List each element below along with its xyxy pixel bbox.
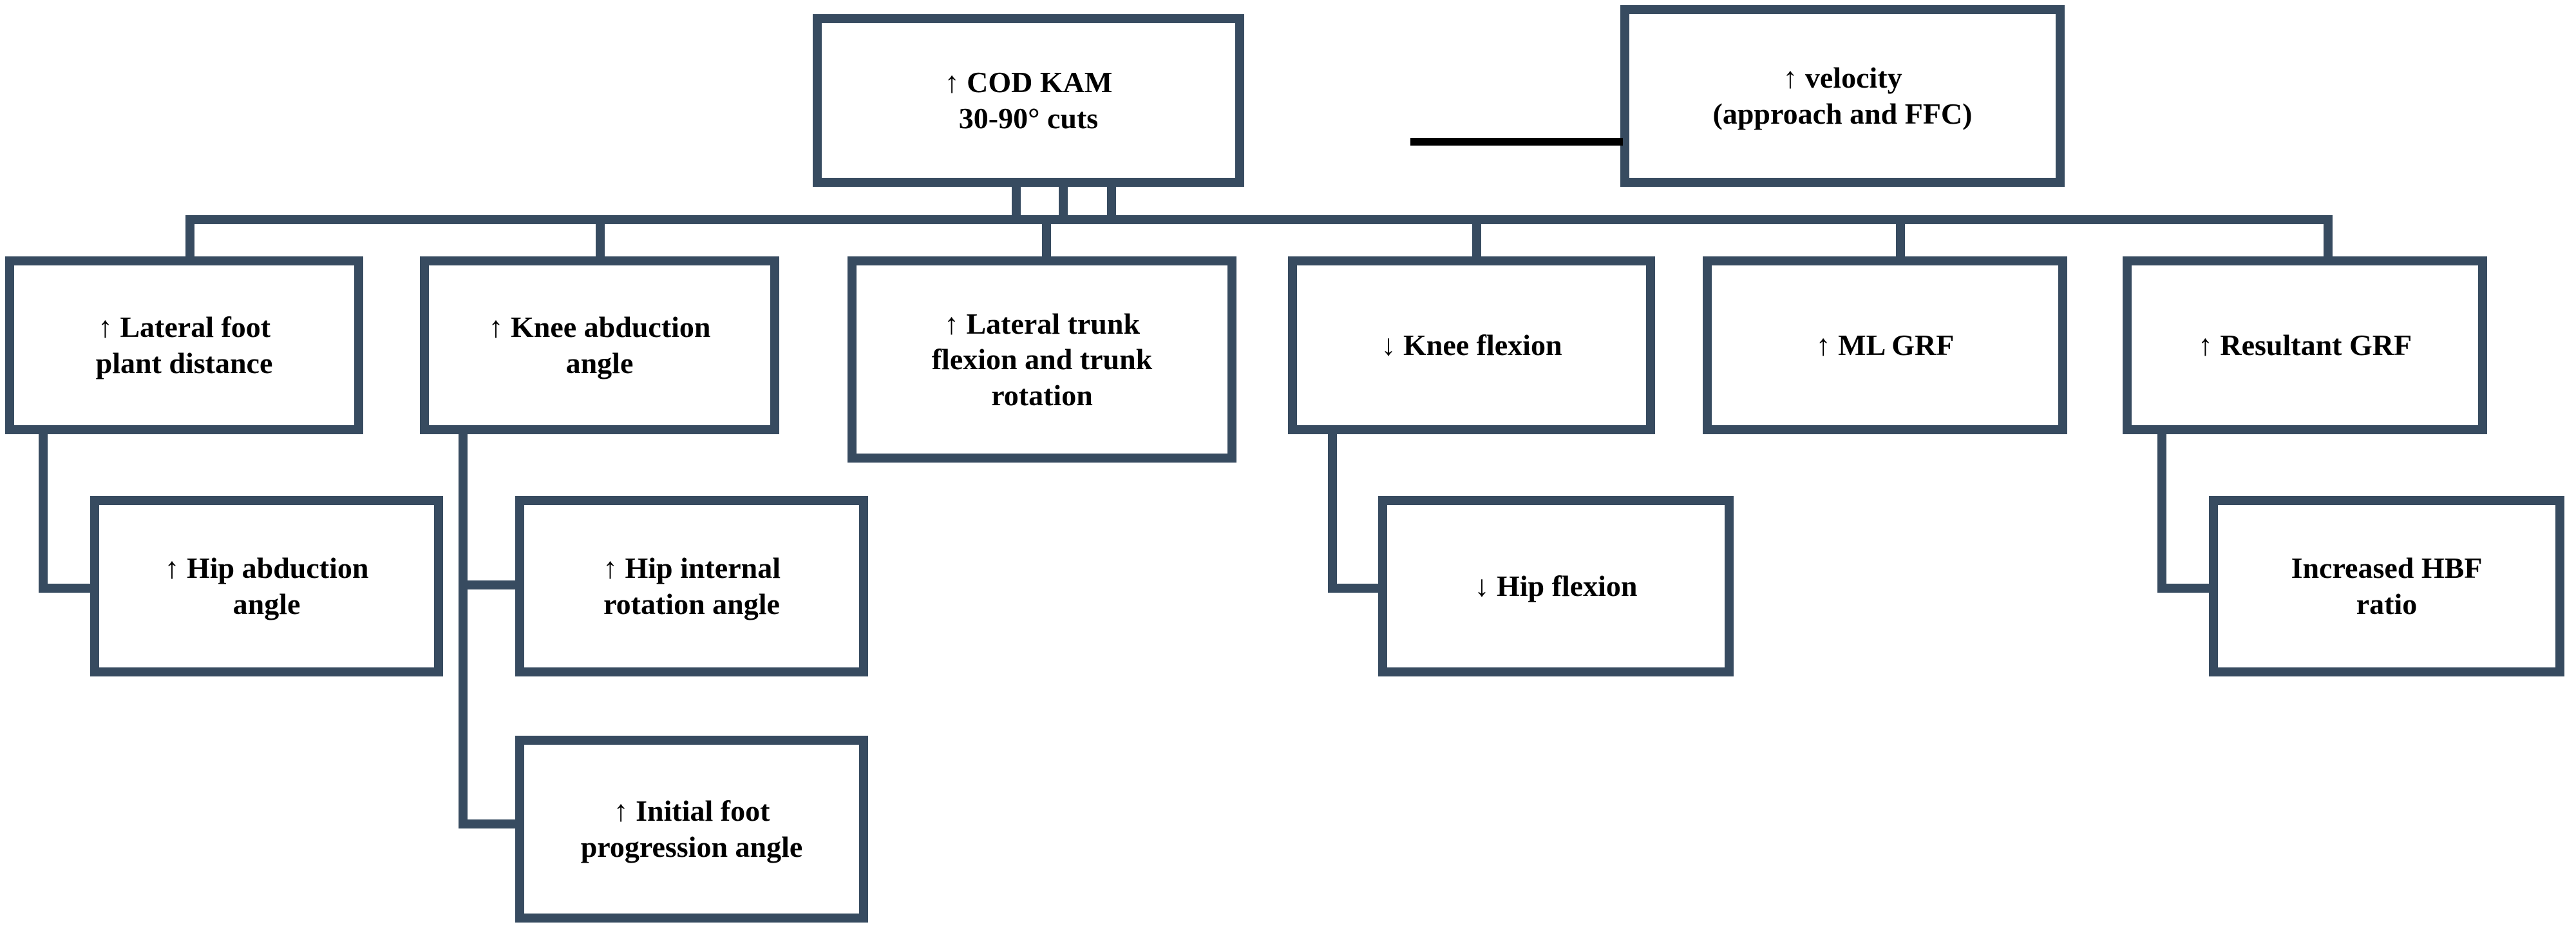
node-knee-abduction-angle-label: ↑ Knee abduction angle [488,310,711,379]
connector-bus-level2 [185,215,2333,224]
connector-drop-ml-grf [1896,215,1905,258]
connector-branch-hip-flexion [1328,584,1386,593]
connector-drop-lateral-trunk-flexion-rotation [1042,215,1051,258]
connector-branch-hip-internal-rotation-angle [459,580,523,589]
node-velocity[interactable]: ↑ velocity (approach and FFC) [1620,5,2065,187]
node-resultant-grf-label: ↑ Resultant GRF [2197,328,2412,361]
connector-trunk-knee-abduction-angle [459,432,468,828]
connector-trunk-knee-flexion [1328,432,1337,593]
node-increased-hbf-ratio[interactable]: Increased HBF ratio [2209,496,2564,676]
connector-stub-right [1107,186,1116,224]
node-hip-internal-rotation-angle[interactable]: ↑ Hip internal rotation angle [515,496,868,676]
node-knee-flexion-label: ↓ Knee flexion [1381,328,1562,361]
connector-stub-left [1012,186,1021,224]
connector-codkam-to-velocity [1410,138,1623,146]
node-hip-abduction-angle-label: ↑ Hip abduction angle [164,551,369,620]
node-cod-kam[interactable]: ↑ COD KAM 30-90° cuts [813,14,1244,187]
connector-trunk-resultant-grf [2157,432,2166,593]
node-initial-foot-progression-angle[interactable]: ↑ Initial foot progression angle [515,736,868,923]
node-lateral-trunk-flexion-rotation-label: ↑ Lateral trunk flexion and trunk rotati… [931,307,1153,412]
node-knee-abduction-angle[interactable]: ↑ Knee abduction angle [420,256,779,434]
node-knee-flexion[interactable]: ↓ Knee flexion [1288,256,1655,434]
node-increased-hbf-ratio-label: Increased HBF ratio [2291,551,2483,620]
connector-branch-increased-hbf-ratio [2157,584,2215,593]
connector-drop-knee-abduction-angle [596,215,605,258]
connector-drop-lateral-foot-plant-distance [185,215,194,258]
node-hip-flexion[interactable]: ↓ Hip flexion [1378,496,1734,676]
node-lateral-trunk-flexion-rotation[interactable]: ↑ Lateral trunk flexion and trunk rotati… [848,256,1236,463]
connector-trunk-lateral-foot-plant-distance [39,432,48,593]
node-cod-kam-label: ↑ COD KAM 30-90° cuts [944,65,1113,135]
node-ml-grf-label: ↑ ML GRF [1815,328,1955,361]
connector-drop-resultant-grf [2324,215,2333,258]
node-hip-abduction-angle[interactable]: ↑ Hip abduction angle [90,496,443,676]
node-resultant-grf[interactable]: ↑ Resultant GRF [2123,256,2487,434]
node-lateral-foot-plant-distance-label: ↑ Lateral foot plant distance [95,310,273,379]
connector-branch-initial-foot-progression-angle [459,819,523,828]
connector-drop-knee-flexion [1472,215,1481,258]
node-hip-flexion-label: ↓ Hip flexion [1474,569,1638,602]
connector-stub-center [1059,186,1068,224]
node-hip-internal-rotation-angle-label: ↑ Hip internal rotation angle [602,551,781,620]
node-initial-foot-progression-angle-label: ↑ Initial foot progression angle [580,794,803,863]
node-ml-grf[interactable]: ↑ ML GRF [1703,256,2067,434]
connector-branch-hip-abduction-angle [39,584,97,593]
node-lateral-foot-plant-distance[interactable]: ↑ Lateral foot plant distance [5,256,363,434]
node-velocity-label: ↑ velocity (approach and FFC) [1712,61,1973,130]
